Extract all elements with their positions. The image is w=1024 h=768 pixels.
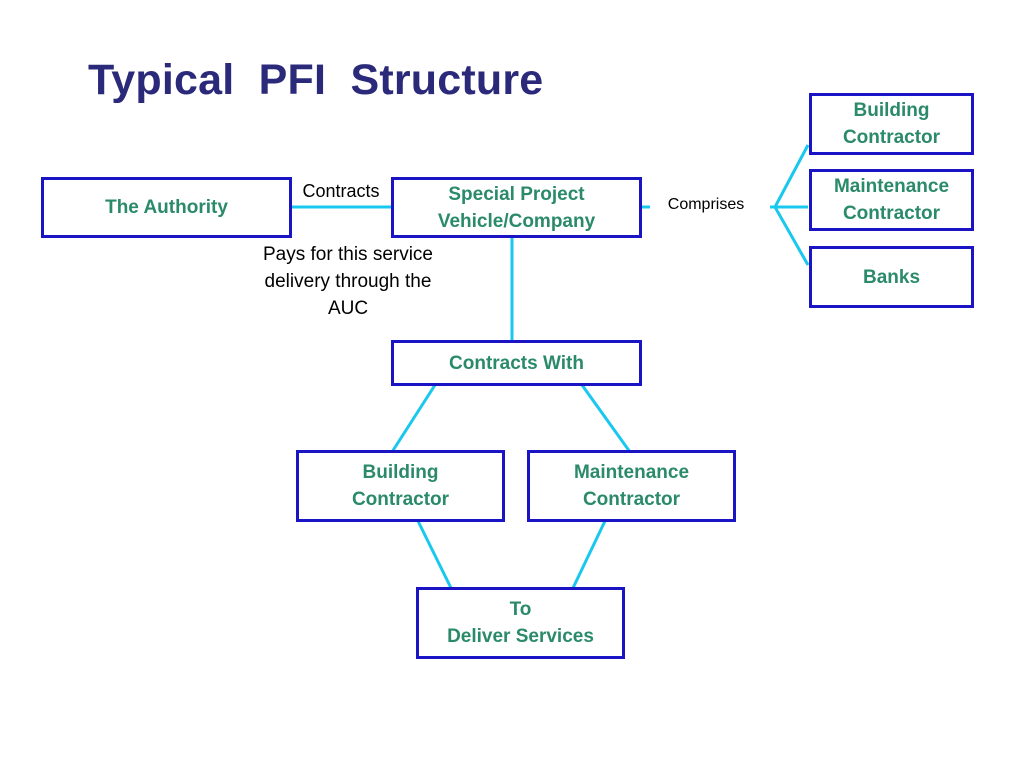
connector-comprises-building — [773, 144, 810, 208]
building-contractor-box: Building Contractor — [296, 450, 505, 522]
contracts-with-box: Contracts With — [391, 340, 642, 386]
comprises-label: Comprises — [667, 196, 745, 213]
pays-label: Pays for this service delivery through t… — [263, 244, 433, 319]
comprises-building-contractor-box: Building Contractor — [809, 93, 974, 155]
contracts-label: Contracts — [302, 181, 380, 201]
deliver-services-box: To Deliver Services — [416, 587, 625, 659]
connector-comprises-banks — [773, 206, 810, 266]
spv-box: Special Project Vehicle/Company — [391, 177, 642, 238]
connector-maintenance-deliver — [571, 520, 607, 589]
comprises-maintenance-contractor-box: Maintenance Contractor — [809, 169, 974, 231]
connector-building-deliver — [416, 520, 453, 589]
connector-contracts-building — [390, 384, 437, 453]
authority-box: The Authority — [41, 177, 292, 238]
connector-contracts-maintenance — [580, 384, 632, 453]
page-title: Typical PFI Structure — [88, 56, 544, 104]
banks-box: Banks — [809, 246, 974, 308]
maintenance-contractor-box: Maintenance Contractor — [527, 450, 736, 522]
